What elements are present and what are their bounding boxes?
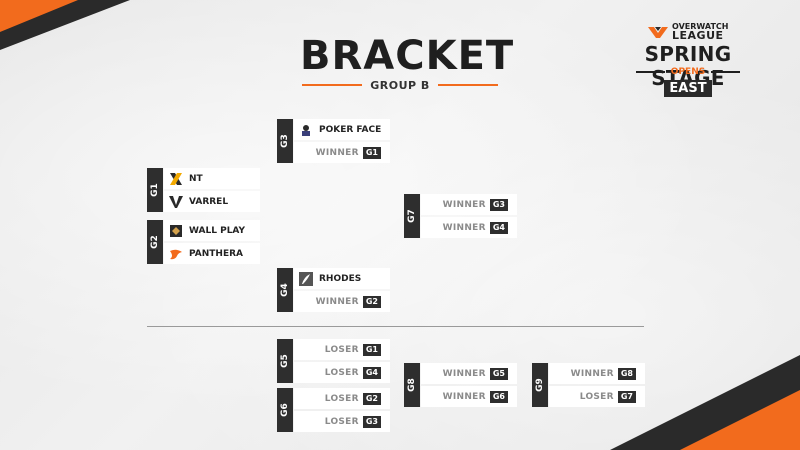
team-name: NT bbox=[189, 173, 203, 184]
subtitle-line-left bbox=[302, 84, 363, 86]
ref-label: LOSER bbox=[324, 416, 359, 427]
game-tag: G4 bbox=[277, 268, 293, 312]
overwatch-text: OVERWATCH bbox=[672, 22, 729, 31]
ref-code: G3 bbox=[362, 415, 381, 428]
game-tag: G5 bbox=[277, 339, 293, 383]
group-label: GROUP B bbox=[370, 78, 430, 92]
ref-code: G4 bbox=[489, 221, 508, 234]
game-tag: G9 bbox=[532, 363, 548, 407]
wallplay-logo-icon bbox=[168, 223, 184, 239]
panthera-logo-icon bbox=[168, 246, 184, 262]
team-name: PANTHERA bbox=[189, 248, 243, 259]
opens-label: OPENS bbox=[670, 67, 706, 77]
ref-code: G6 bbox=[489, 390, 508, 403]
subtitle-line-right bbox=[437, 84, 498, 86]
team-slot-panthera: PANTHERA bbox=[164, 243, 260, 264]
ref-label: LOSER bbox=[324, 344, 359, 355]
ref-label: LOSER bbox=[324, 393, 359, 404]
game-tag: G7 bbox=[404, 194, 420, 238]
owl-brand: OVERWATCH LEAGUE bbox=[648, 22, 728, 42]
ref-label: WINNER bbox=[315, 296, 359, 307]
ref-code: G4 bbox=[362, 366, 381, 379]
rhodes-logo-icon bbox=[298, 271, 314, 287]
bracket-divider bbox=[147, 326, 644, 327]
team-name: POKER FACE bbox=[319, 124, 382, 135]
ref-label: WINNER bbox=[442, 222, 486, 233]
ref-code: G2 bbox=[362, 392, 381, 405]
ref-label: WINNER bbox=[570, 368, 614, 379]
ref-label: LOSER bbox=[579, 391, 614, 402]
ref-label: LOSER bbox=[324, 367, 359, 378]
ref-label: WINNER bbox=[442, 199, 486, 210]
game-tag: G2 bbox=[147, 220, 163, 264]
team-name: WALL PLAY bbox=[189, 225, 246, 236]
team-slot-varrel: VARREL bbox=[164, 191, 260, 212]
game-tag: G8 bbox=[404, 363, 420, 407]
region-badge: EAST bbox=[664, 80, 712, 97]
game-tag: G6 bbox=[277, 388, 293, 432]
ref-label: WINNER bbox=[442, 368, 486, 379]
event-logo: OVERWATCH LEAGUE SPRING STAGE OPENS EAST bbox=[606, 22, 770, 98]
ref-code: G8 bbox=[617, 367, 636, 380]
ref-code: G2 bbox=[362, 295, 381, 308]
game-tag: G3 bbox=[277, 119, 293, 163]
varrel-logo-icon bbox=[168, 194, 184, 210]
game-tag: G1 bbox=[147, 168, 163, 212]
owl-icon bbox=[648, 27, 668, 38]
ref-label: WINNER bbox=[442, 391, 486, 402]
ref-code: G5 bbox=[489, 367, 508, 380]
team-slot-nt: NT bbox=[164, 168, 260, 189]
corner-decoration-top-left bbox=[0, 0, 130, 60]
corner-decoration-bottom-right bbox=[610, 355, 800, 450]
league-text: LEAGUE bbox=[672, 29, 724, 42]
opens-line-left bbox=[636, 71, 665, 73]
team-name: RHODES bbox=[319, 273, 362, 284]
opens-row: OPENS bbox=[636, 66, 741, 78]
stage-name: SPRING STAGE bbox=[644, 42, 732, 90]
ref-code: G1 bbox=[362, 343, 381, 356]
page-title: BRACKET bbox=[300, 33, 515, 79]
team-slot-wallplay: WALL PLAY bbox=[164, 220, 260, 241]
nt-logo-icon bbox=[168, 171, 184, 187]
ref-code: G1 bbox=[362, 146, 381, 159]
ref-code: G7 bbox=[617, 390, 636, 403]
opens-line-right bbox=[711, 71, 741, 73]
subtitle-row: GROUP B bbox=[302, 78, 498, 92]
team-slot-pokerface: POKER FACE bbox=[294, 119, 390, 140]
pokerface-logo-icon bbox=[298, 122, 314, 138]
ref-label: WINNER bbox=[315, 147, 359, 158]
team-slot-rhodes: RHODES bbox=[294, 268, 390, 289]
ref-code: G3 bbox=[489, 198, 508, 211]
team-name: VARREL bbox=[189, 196, 229, 207]
